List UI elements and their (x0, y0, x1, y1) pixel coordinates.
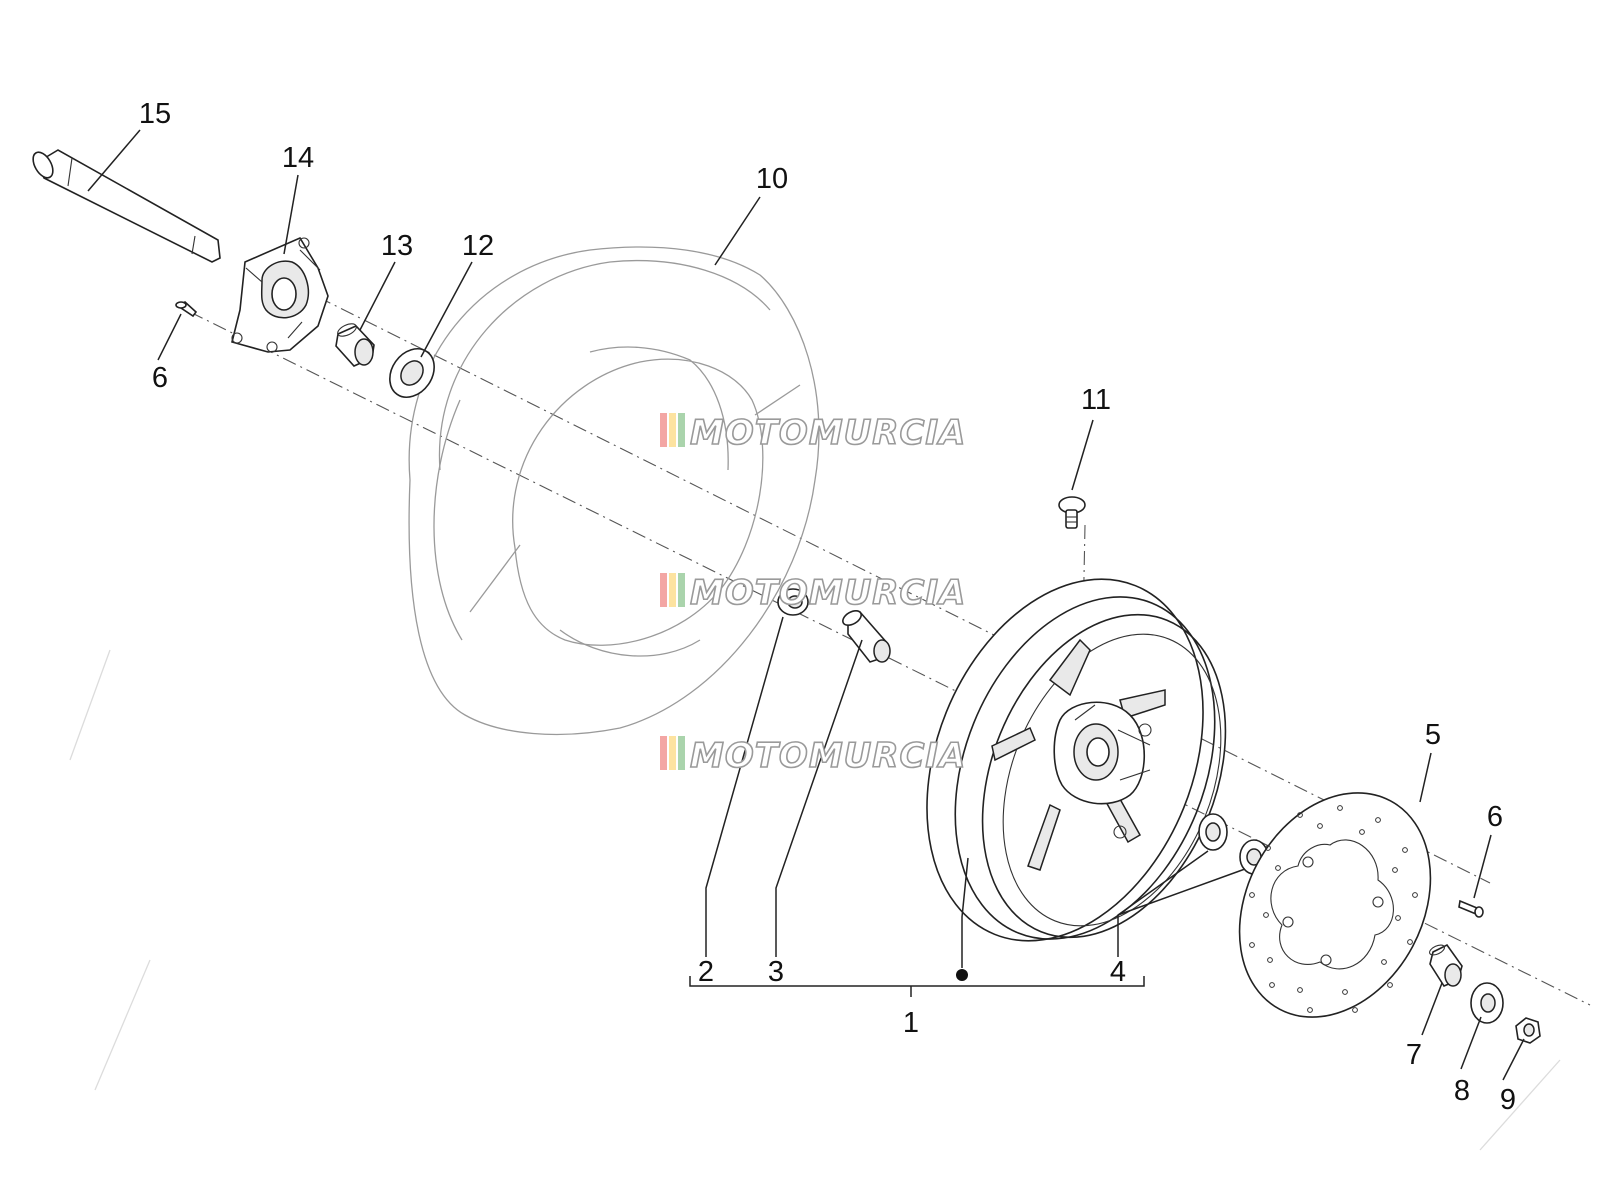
nut (1515, 1017, 1541, 1044)
watermark-stripe-red (660, 736, 667, 770)
watermark-text: MOTOMURCIA (690, 413, 966, 453)
watermark-text: MOTOMURCIA (690, 736, 966, 776)
label-part-15: 15 (139, 98, 171, 130)
watermark-stripe-green (678, 573, 685, 607)
label-part-6-left: 6 (152, 362, 168, 394)
label-part-14: 14 (282, 142, 314, 174)
watermark-logo-1: MOTOMURCIA (660, 412, 966, 454)
label-part-6-right: 6 (1487, 801, 1503, 833)
label-part-11: 11 (1081, 384, 1111, 416)
tyre (408, 246, 820, 736)
axle (32, 149, 221, 263)
label-part-7: 7 (1406, 1039, 1422, 1071)
spacer-bush (1429, 943, 1463, 988)
watermark-stripe-red (660, 573, 667, 607)
watermark-stripe-red (660, 413, 667, 447)
small-screw-left (175, 301, 198, 318)
small-screw-right (1458, 899, 1484, 918)
watermark-stripe-green (678, 413, 685, 447)
watermark-stripe-yellow (669, 573, 676, 607)
bearing-outer-1 (1198, 813, 1228, 851)
washer (1470, 982, 1504, 1024)
background-ghost-lines (69, 649, 1561, 1151)
label-part-2: 2 (698, 956, 714, 988)
label-part-3: 3 (768, 956, 784, 988)
seal-ring (389, 348, 435, 398)
leader-lines (87, 129, 1525, 1081)
label-part-12: 12 (462, 230, 494, 262)
rim (926, 578, 1227, 942)
label-part-4: 4 (1110, 956, 1126, 988)
watermark-text: MOTOMURCIA (690, 573, 966, 613)
disc-vent-holes (1249, 805, 1418, 1013)
watermark-stripe-yellow (669, 413, 676, 447)
spacer-tube (842, 609, 891, 663)
hub-cover (231, 236, 329, 353)
watermark-logo-2: MOTOMURCIA (660, 572, 966, 614)
label-part-5: 5 (1425, 719, 1441, 751)
assembly-dot (956, 969, 968, 981)
label-part-10: 10 (756, 163, 788, 195)
label-part-1: 1 (903, 1007, 919, 1039)
label-part-8: 8 (1454, 1075, 1470, 1107)
bearing-inner (777, 588, 809, 616)
brake-disc (1238, 792, 1432, 1018)
valve-screw (1058, 496, 1086, 529)
part-number-labels: 15 14 13 12 6 10 11 2 3 4 1 5 6 7 8 9 (139, 98, 1516, 1116)
label-part-13: 13 (381, 230, 413, 262)
spacer (335, 323, 375, 367)
label-part-9: 9 (1500, 1084, 1516, 1116)
watermark-logo-3: MOTOMURCIA (660, 735, 966, 777)
watermark-stripe-yellow (669, 736, 676, 770)
watermark-stripe-green (678, 736, 685, 770)
